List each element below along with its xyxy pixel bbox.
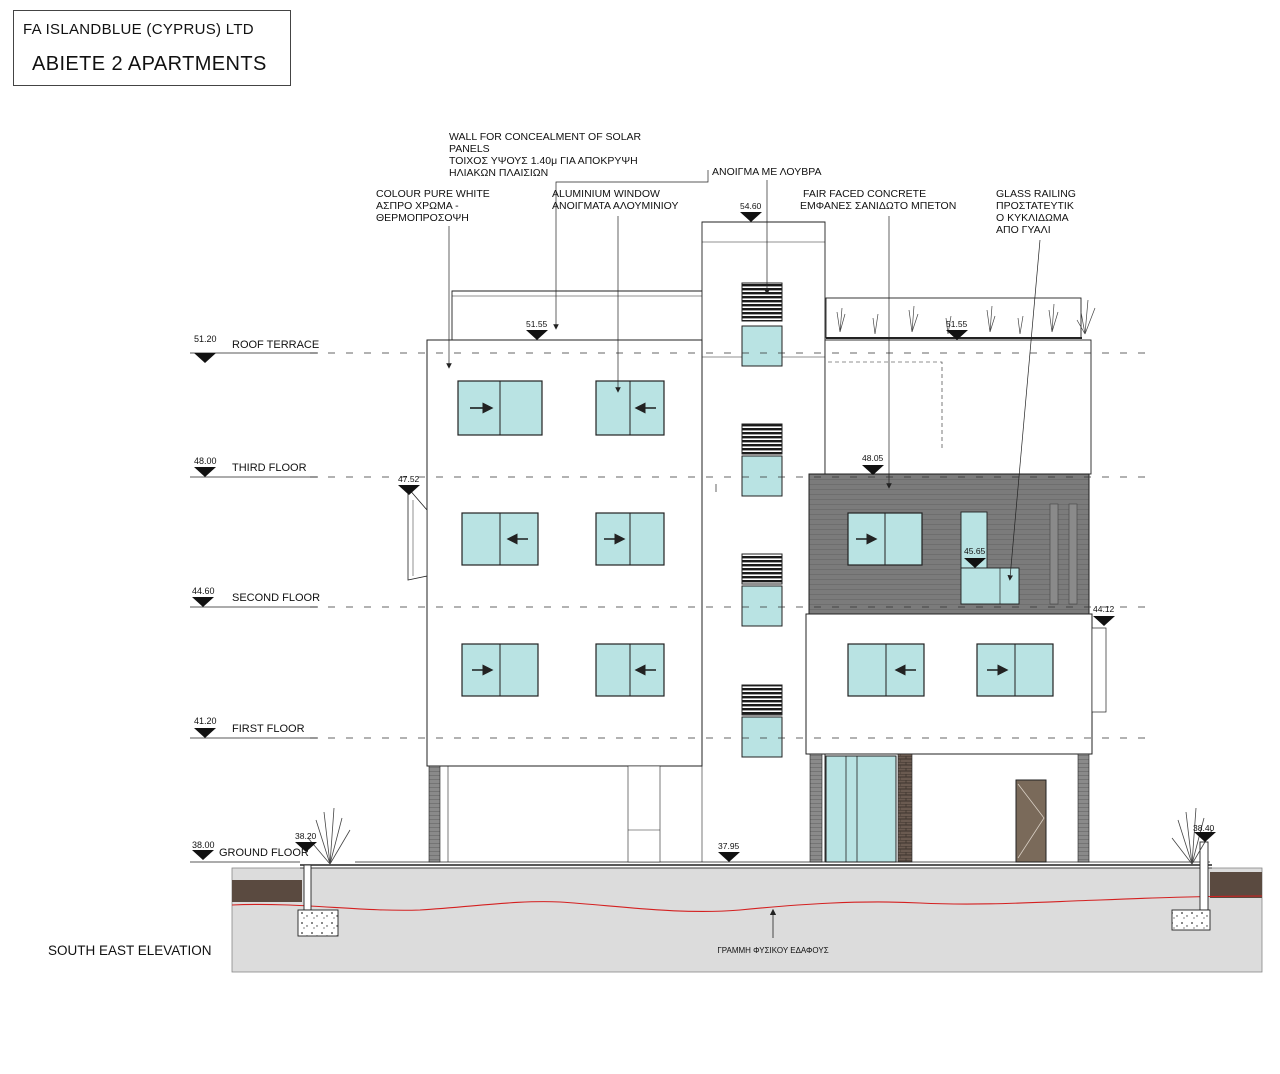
drawing-title: SOUTH EAST ELEVATION [48, 943, 212, 958]
annotation-line: GLASS RAILING [996, 188, 1076, 200]
left-planter-wall [297, 864, 339, 937]
annotation-line: ΑΣΠΡΟ ΧΡΩΜΑ - [376, 200, 459, 212]
annotation-window: ALUMINIUM WINDOW ΑΝΟΙΓΜΑΤΑ ΑΛΟΥΜΙΝΙΟΥ [552, 188, 678, 212]
level-label: SECOND FLOOR [232, 592, 320, 604]
window [461, 512, 539, 566]
level-label: THIRD FLOOR [232, 462, 307, 474]
left-tree [307, 807, 351, 865]
level-value: 44.60 [192, 586, 215, 596]
left-building-block [407, 290, 703, 863]
leader-railing [1007, 239, 1041, 581]
stair-windows [741, 282, 783, 758]
stair-window [741, 585, 783, 627]
annotation-louvre: ΑΝΟΙΓΜΑ ΜΕ ΛΟΥΒΡΑ [712, 166, 822, 178]
annotation-line: COLOUR PURE WHITE [376, 188, 490, 200]
window [595, 380, 665, 436]
level-lines-solid [190, 352, 318, 863]
spot-level-roof-right: 51.55 [946, 319, 968, 340]
level-value: 41.20 [194, 716, 217, 726]
annotation-line: ΑΠΟ ΓΥΑΛΙ [996, 224, 1051, 236]
natural-ground-line [231, 895, 1263, 913]
window [595, 512, 665, 566]
annotation-colour: COLOUR PURE WHITE ΑΣΠΡΟ ΧΡΩΜΑ - ΘΕΡΜΟΠΡΟ… [376, 188, 490, 224]
louvre-panel [741, 553, 783, 585]
level-marker-second: 44.60 SECOND FLOOR [192, 586, 320, 607]
spot-level-right-planter: 38.40 [1193, 823, 1216, 842]
entrance-glazing [825, 755, 897, 863]
spot-level-entrance: 37.95 [718, 841, 740, 862]
annotation-line: ΕΜΦΑΝΕΣ ΣΑΝΙΔΩΤΟ ΜΠΕΤΟΝ [800, 200, 956, 212]
level-marker-first: 41.20 FIRST FLOOR [194, 716, 305, 738]
window [461, 643, 539, 697]
annotation-solar-wall: WALL FOR CONCEALMENT OF SOLAR PANELS ΤΟΙ… [449, 131, 642, 179]
spot-level-value: 47.52 [398, 474, 420, 484]
annotation-line: ΤΟΙΧΟΣ ΥΨΟΥΣ 1.40μ ΓΙΑ ΑΠΟΚΡΥΨΗ [449, 155, 638, 167]
level-label: ROOF TERRACE [232, 339, 319, 351]
annotation-line: WALL FOR CONCEALMENT OF SOLAR [449, 131, 642, 143]
stair-window [741, 455, 783, 497]
louvre-panel [741, 423, 783, 455]
title-block: FA ISLANDBLUE (CYPRUS) LTD ABIETE 2 APAR… [13, 10, 291, 86]
annotation-concrete: FAIR FACED CONCRETE ΕΜΦΑΝΕΣ ΣΑΝΙΔΩΤΟ ΜΠΕ… [800, 188, 956, 212]
level-value: 38.00 [192, 840, 215, 850]
window [976, 643, 1054, 697]
annotation-line: ΘΕΡΜΟΠΡΟΣΟΨΗ [376, 212, 469, 224]
annotation-line: ALUMINIUM WINDOW [552, 188, 660, 200]
ground-section [231, 861, 1263, 973]
spot-level-value: 51.55 [526, 319, 548, 329]
entrance-door [1015, 779, 1047, 863]
annotation-line: FAIR FACED CONCRETE [803, 188, 926, 200]
right-tree [1171, 807, 1213, 865]
window [595, 643, 665, 697]
louvre-panel [741, 684, 783, 716]
level-label: GROUND FLOOR [219, 847, 309, 859]
annotation-line: PANELS [449, 143, 490, 155]
spot-level-balcony-right: 45.65 [964, 546, 986, 568]
annotation-line: ΗΛΙΑΚΩΝ ΠΛΑΙΣΙΩΝ [449, 167, 548, 179]
spot-level-value: 51.55 [946, 319, 968, 329]
window [847, 512, 923, 566]
annotation-line: ΠΡΟΣΤΑΤΕΥΤΙΚ [996, 200, 1074, 212]
spot-level-value: 38.20 [295, 831, 317, 841]
spot-level-value: 37.95 [718, 841, 740, 851]
aluminium-windows [457, 380, 1054, 697]
spot-level-roof-left: 51.55 [526, 319, 548, 340]
level-marker-third: 48.00 THIRD FLOOR [194, 456, 307, 477]
project-name: ABIETE 2 APARTMENTS [32, 53, 267, 75]
annotation-line: Ο ΚΥΚΛΙΔΩΜΑ [996, 212, 1069, 224]
level-label: FIRST FLOOR [232, 723, 305, 735]
level-value: 48.00 [194, 456, 217, 466]
window [847, 643, 925, 697]
level-lines [310, 352, 1150, 739]
spot-level-block-right: 48.05 [862, 453, 884, 475]
level-value: 51.20 [194, 334, 217, 344]
annotation-line: ΑΝΟΙΓΜΑΤΑ ΑΛΟΥΜΙΝΙΟΥ [552, 200, 678, 212]
louvre-panel [741, 282, 783, 322]
leader-solar-wall [553, 170, 709, 330]
company-name: FA ISLANDBLUE (CYPRUS) LTD [23, 21, 254, 38]
annotation-railing: GLASS RAILING ΠΡΟΣΤΑΤΕΥΤΙΚ Ο ΚΥΚΛΙΔΩΜΑ Α… [996, 188, 1076, 236]
stair-window [741, 716, 783, 758]
spot-level-value: 48.05 [862, 453, 884, 463]
spot-level-value: 54.60 [740, 201, 762, 211]
spot-level-value: 44.12 [1093, 604, 1115, 614]
natural-ground-label: ΓΡΑΜΜΗ ΦΥΣΙΚΟΥ ΕΔΑΦΟΥΣ [717, 946, 828, 955]
spot-level-value: 45.65 [964, 546, 986, 556]
level-marker-ground: 38.00 GROUND FLOOR [192, 840, 309, 860]
spot-level-value: 38.40 [1193, 823, 1215, 833]
spot-level-top: 54.60 [740, 201, 762, 222]
window [457, 380, 543, 436]
stair-window [741, 325, 783, 367]
glass-railing [960, 511, 1020, 605]
right-planter-wall [1171, 841, 1211, 931]
spot-level-right-step: 44.12 [1093, 604, 1115, 626]
level-marker-roof: 51.20 ROOF TERRACE [194, 334, 319, 363]
spot-level-balcony-left: 47.52 [398, 474, 420, 495]
spot-level-left-planter: 38.20 [295, 831, 317, 852]
